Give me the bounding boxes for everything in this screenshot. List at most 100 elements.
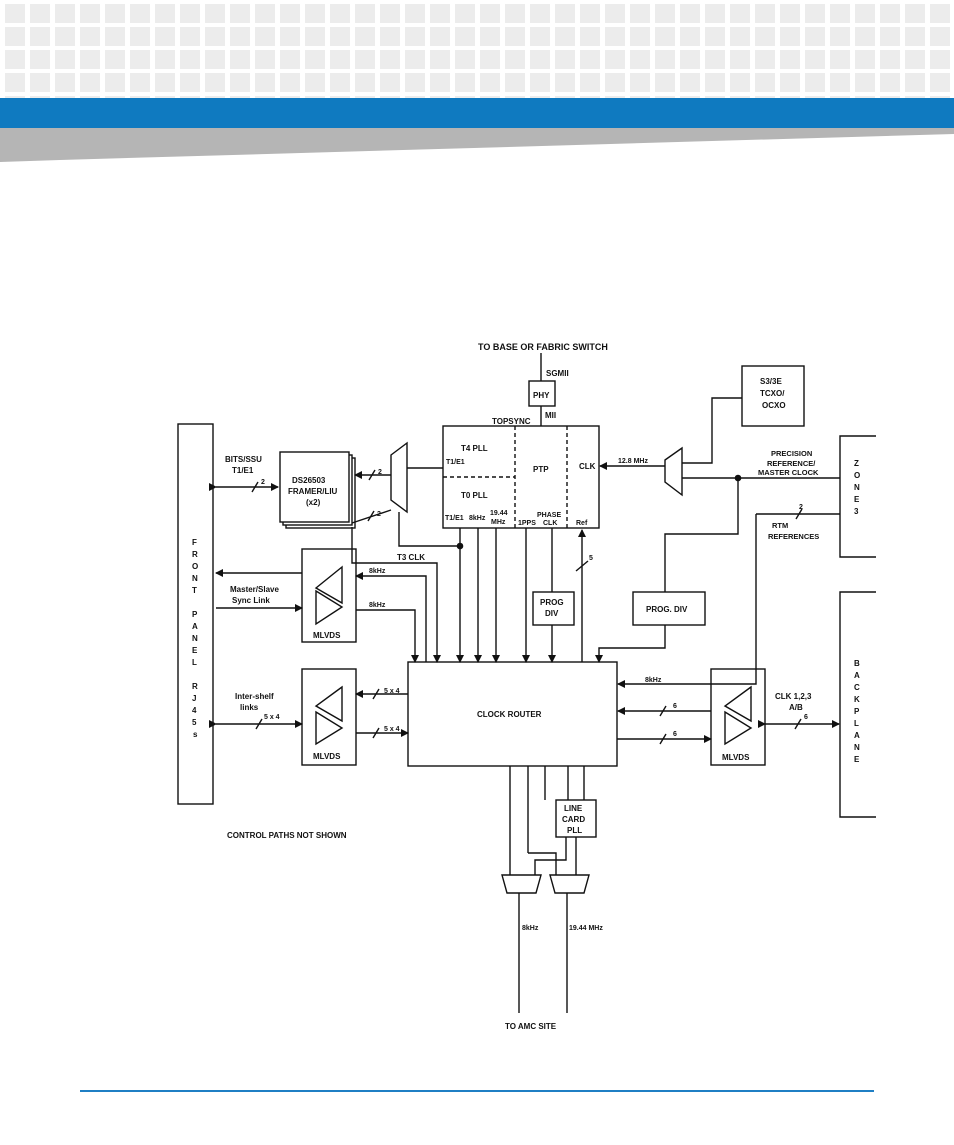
fp-letter: P xyxy=(192,610,198,619)
1944-bottom-label: 19.44 MHz xyxy=(569,925,603,932)
8khz-out-label: 8kHz xyxy=(469,515,486,522)
framer-label-1: DS26503 xyxy=(292,476,326,485)
header-pattern xyxy=(0,0,954,98)
fp-letter: L xyxy=(192,658,197,667)
junction-t1e1 xyxy=(456,542,464,550)
topsync-label: TOPSYNC xyxy=(492,417,531,426)
framer-mux-slash xyxy=(367,510,375,522)
linecard-label-1: LINE xyxy=(564,804,583,813)
fp-letter: J xyxy=(192,694,196,703)
front-panel-label: F R O N T P A N E L R J 4 5 s xyxy=(192,538,198,739)
bp-letter: B xyxy=(854,659,860,668)
fp-letter: 4 xyxy=(192,706,197,715)
t0pll-label: T0 PLL xyxy=(461,491,488,500)
mlvds1-tri-right xyxy=(315,589,344,626)
linecard-label-3: PLL xyxy=(567,826,582,835)
6a-label: 6 xyxy=(673,703,677,710)
zone3-box xyxy=(839,435,876,558)
8khz-right-label: 8kHz xyxy=(645,677,662,684)
ms-label-1: Master/Slave xyxy=(230,585,279,594)
mlvds-label-3: MLVDS xyxy=(722,753,750,762)
rtm-count: 2 xyxy=(799,504,803,511)
precision-label-1: PRECISION xyxy=(771,449,812,458)
oscillator-box xyxy=(741,365,805,427)
wire-a xyxy=(528,852,557,875)
switch-label: TO BASE OR FABRIC SWITCH xyxy=(478,342,608,352)
fp-letter: s xyxy=(193,730,198,739)
front-panel-box xyxy=(177,423,214,805)
precision-label-3: MASTER CLOCK xyxy=(758,468,819,477)
zone-letter: Z xyxy=(854,459,859,468)
mux-framer-slash xyxy=(368,469,376,481)
mlvds2-router-slash xyxy=(372,727,380,739)
fp-letter: E xyxy=(192,646,198,655)
5x4-a-label: 5 x 4 xyxy=(384,688,400,695)
mlvds3-router-slash xyxy=(659,705,667,717)
fp-letter: 5 xyxy=(192,718,197,727)
zone-letter: E xyxy=(854,495,860,504)
framer-label-2: FRAMER/LIU xyxy=(288,487,338,496)
fp-letter: O xyxy=(192,562,198,571)
prog-div-mid-label-1: PROG xyxy=(540,598,564,607)
bits-label-1: BITS/SSU xyxy=(225,455,262,464)
inter-label-1: Inter-shelf xyxy=(235,692,274,701)
prog-div-right xyxy=(632,591,706,626)
mii-label: MII xyxy=(545,411,556,420)
bp-letter: P xyxy=(854,707,860,716)
left-mux xyxy=(390,441,408,514)
ref-slash xyxy=(575,560,589,572)
clk123-label-1: CLK 1,2,3 xyxy=(775,692,812,701)
phase-label: PHASE xyxy=(537,512,561,519)
fp-letter: F xyxy=(192,538,197,547)
fp-letter: R xyxy=(192,550,198,559)
bits-label-2: T1/E1 xyxy=(232,466,254,475)
bits-count: 2 xyxy=(261,479,265,486)
clk123-label-2: A/B xyxy=(789,703,803,712)
t1e1-in-label: T1/E1 xyxy=(446,459,465,466)
zone-letter: 3 xyxy=(854,507,859,516)
mlvds3-tri-right xyxy=(724,710,753,746)
t1e1-out-label: T1/E1 xyxy=(445,515,464,522)
128mhz-label: 12.8 MHz xyxy=(618,458,648,465)
1944-label-b: MHz xyxy=(491,519,506,526)
mlvds1-tri-left xyxy=(314,565,343,605)
zone3-label: Z O N E 3 xyxy=(854,459,860,516)
ptp-label: PTP xyxy=(533,465,549,474)
8khz-a-label: 8kHz xyxy=(369,568,386,575)
precision-label-2: REFERENCE/ xyxy=(767,459,816,468)
mux-1944 xyxy=(549,874,590,894)
header-gray-band xyxy=(0,128,954,162)
clock-router-label: CLOCK ROUTER xyxy=(477,710,542,719)
phy-box xyxy=(528,380,556,407)
ms-label-2: Sync Link xyxy=(232,596,270,605)
5x4-c-label: 5 x 4 xyxy=(264,714,280,721)
prog-div-mid-label-2: DIV xyxy=(545,609,559,618)
1944-label-a: 19.44 xyxy=(490,510,508,517)
t4pll-label: T4 PLL xyxy=(461,444,488,453)
precision-to-progdiv xyxy=(664,478,739,592)
prog-div-right-label: PROG. DIV xyxy=(646,605,688,614)
backplane-box xyxy=(839,591,876,818)
bp-letter: K xyxy=(854,695,860,704)
osc-line xyxy=(682,397,742,464)
mlvds-box-2 xyxy=(301,668,357,766)
6b-label: 6 xyxy=(673,731,677,738)
router-mlvds3-slash xyxy=(659,733,667,745)
mux-framer-count: 2 xyxy=(378,469,382,476)
ref-mux xyxy=(664,446,683,497)
fp-letter: N xyxy=(192,634,198,643)
bp-letter: E xyxy=(854,755,860,764)
wire-b xyxy=(534,837,567,875)
mlvds-box-3 xyxy=(710,668,766,766)
fp-letter: T xyxy=(192,586,197,595)
6c-label: 6 xyxy=(804,714,808,721)
ref-count: 5 xyxy=(589,555,593,562)
mlvds-label-1: MLVDS xyxy=(313,631,341,640)
framer-label-3: (x2) xyxy=(306,498,321,507)
phy-label: PHY xyxy=(533,391,550,400)
mlvds2-tri-right xyxy=(315,710,344,746)
mlvds-box-1 xyxy=(301,548,357,643)
5x4-b-label: 5 x 4 xyxy=(384,726,400,733)
header-tile-pattern xyxy=(0,0,954,98)
